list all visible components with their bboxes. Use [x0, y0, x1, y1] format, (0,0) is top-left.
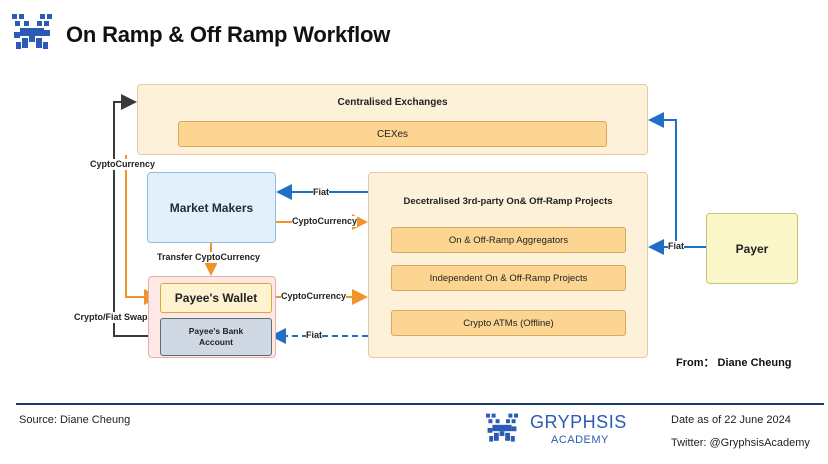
- gryphsis-logo-icon: [12, 14, 52, 49]
- edge-fiat-cex-line: [648, 112, 677, 247]
- payee-bank-line1: Payee's Bank: [188, 326, 244, 336]
- project-item: Crypto ATMs (Offline): [391, 310, 626, 336]
- footer-brand: GRYPHSIS: [530, 412, 627, 432]
- cex-group-title: Centralised Exchanges: [337, 97, 448, 108]
- gryphsis-footer-logo-icon: [486, 413, 518, 442]
- edge-label-fiat-payer: Fiat: [668, 241, 685, 252]
- cex-item: CEXes: [178, 121, 607, 147]
- payee-bank-node: Payee's Bank Account: [160, 318, 272, 356]
- footer-divider: [16, 403, 824, 405]
- footer-brand-sub: ACADEMY: [551, 434, 609, 446]
- edge-label-fiat-mm: Fiat: [313, 187, 330, 198]
- edge-crypto-left-line: [125, 155, 160, 305]
- project-item: Independent On & Off-Ramp Projects: [391, 265, 626, 291]
- edge-swap-line: [113, 94, 160, 337]
- payee-bank-line2: Account: [198, 337, 233, 347]
- footer-twitter: Twitter: @GryphsisAcademy: [671, 437, 810, 449]
- project-item: On & Off-Ramp Aggregators: [391, 227, 626, 253]
- payer-node: Payer: [706, 213, 798, 284]
- edge-label-crypto-wallet: CyptoCurrency: [281, 291, 347, 302]
- edge-label-transfer: Transfer CyptoCurrency: [157, 252, 261, 263]
- market-makers-node: Market Makers: [147, 172, 276, 243]
- edge-label-crypto-mm: CyptoCurrency: [292, 216, 358, 227]
- attribution: From： Diane Cheung: [676, 357, 792, 369]
- edge-label-swap: Crypto/Fiat Swap: [74, 312, 148, 323]
- page-title: On Ramp & Off Ramp Workflow: [66, 22, 391, 47]
- edge-label-fiat-bank: Fiat: [306, 330, 323, 341]
- edge-label-crypto-left: CyptoCurrency: [90, 159, 156, 170]
- payee-wallet-node: Payee's Wallet: [160, 283, 272, 313]
- projects-group-title: Decetralised 3rd-party On& Off-Ramp Proj…: [403, 196, 613, 207]
- footer-source: Source: Diane Cheung: [19, 414, 131, 426]
- footer-date: Date as of 22 June 2024: [671, 414, 791, 426]
